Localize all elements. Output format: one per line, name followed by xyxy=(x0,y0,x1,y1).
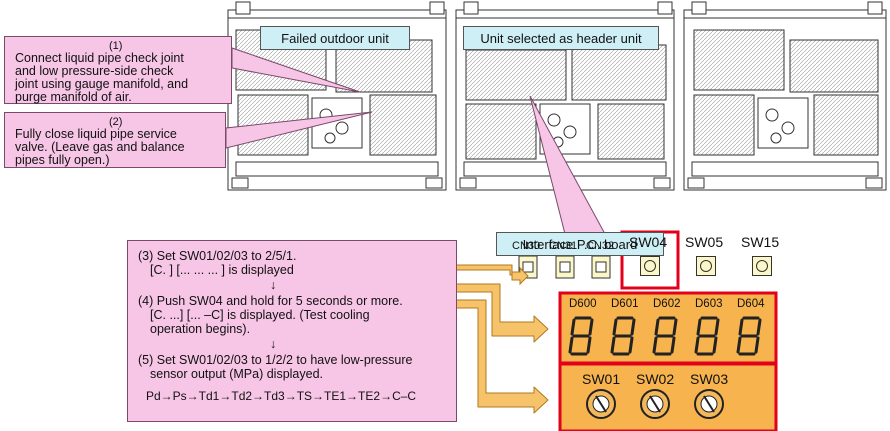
down-arrow-1: ↓ xyxy=(270,278,276,292)
led-label-d604: D604 xyxy=(737,298,765,310)
step3-line2: [C. ] [... ... ... ] is displayed xyxy=(150,263,294,277)
steps-3-5-box: (3) Set SW01/02/03 to 2/5/1. [C. ] [... … xyxy=(127,240,457,422)
step1-line1: Connect liquid pipe check joint xyxy=(15,51,184,65)
step4-line3: operation begins). xyxy=(150,322,250,336)
step4-line2: [C. ...] [... –C] is displayed. (Test co… xyxy=(150,308,370,322)
arrows xyxy=(456,265,548,413)
step5-line1: (5) Set SW01/02/03 to 1/2/2 to have low-… xyxy=(138,353,412,367)
step2-box: (2) Fully close liquid pipe service valv… xyxy=(4,112,226,168)
step1-line3: joint using gauge manifold, and xyxy=(15,77,188,91)
sw04-button[interactable] xyxy=(640,256,660,276)
rotary-dials xyxy=(587,390,723,418)
down-arrow-2: ↓ xyxy=(270,337,276,351)
sw05-label: SW05 xyxy=(685,234,723,250)
failed-unit-label: Failed outdoor unit xyxy=(260,26,410,50)
step3-line1: (3) Set SW01/02/03 to 2/5/1. xyxy=(138,249,296,263)
sw05-button[interactable] xyxy=(696,256,716,276)
sw15-label: SW15 xyxy=(741,234,779,250)
step4-line1: (4) Push SW04 and hold for 5 seconds or … xyxy=(138,294,403,308)
outdoor-unit-3 xyxy=(684,2,886,190)
step1-box: (1) Connect liquid pipe check joint and … xyxy=(4,36,232,104)
led-label-d603: D603 xyxy=(695,298,723,310)
sw01-label: SW01 xyxy=(582,371,620,387)
sw02-label: SW02 xyxy=(636,371,674,387)
led-label-d602: D602 xyxy=(653,298,681,310)
header-unit-label: Unit selected as header unit xyxy=(463,26,659,50)
connector-label-cn31: CN31 xyxy=(549,240,577,252)
step1-line2: and low pressure-side check xyxy=(15,64,173,78)
sw04-label: SW04 xyxy=(629,234,667,250)
step2-line2: valve. (Leave gas and balance xyxy=(15,140,185,154)
connector-label-cn32: CN32 xyxy=(586,240,614,252)
connector-label-cn30: CN30 xyxy=(512,240,540,252)
display-sequence: Pd→Ps→Td1→Td2→Td3→TS→TE1→TE2→C–C xyxy=(146,389,416,403)
led-label-d601: D601 xyxy=(611,298,639,310)
step2-line1: Fully close liquid pipe service xyxy=(15,127,177,141)
sw15-button[interactable] xyxy=(752,256,772,276)
connector-blocks xyxy=(519,256,610,278)
step2-line3: pipes fully open.) xyxy=(15,153,110,167)
led-label-d600: D600 xyxy=(569,298,597,310)
sw03-label: SW03 xyxy=(690,371,728,387)
step1-line4: purge manifold of air. xyxy=(15,90,132,104)
step5-line2: sensor output (MPa) displayed. xyxy=(150,367,323,381)
